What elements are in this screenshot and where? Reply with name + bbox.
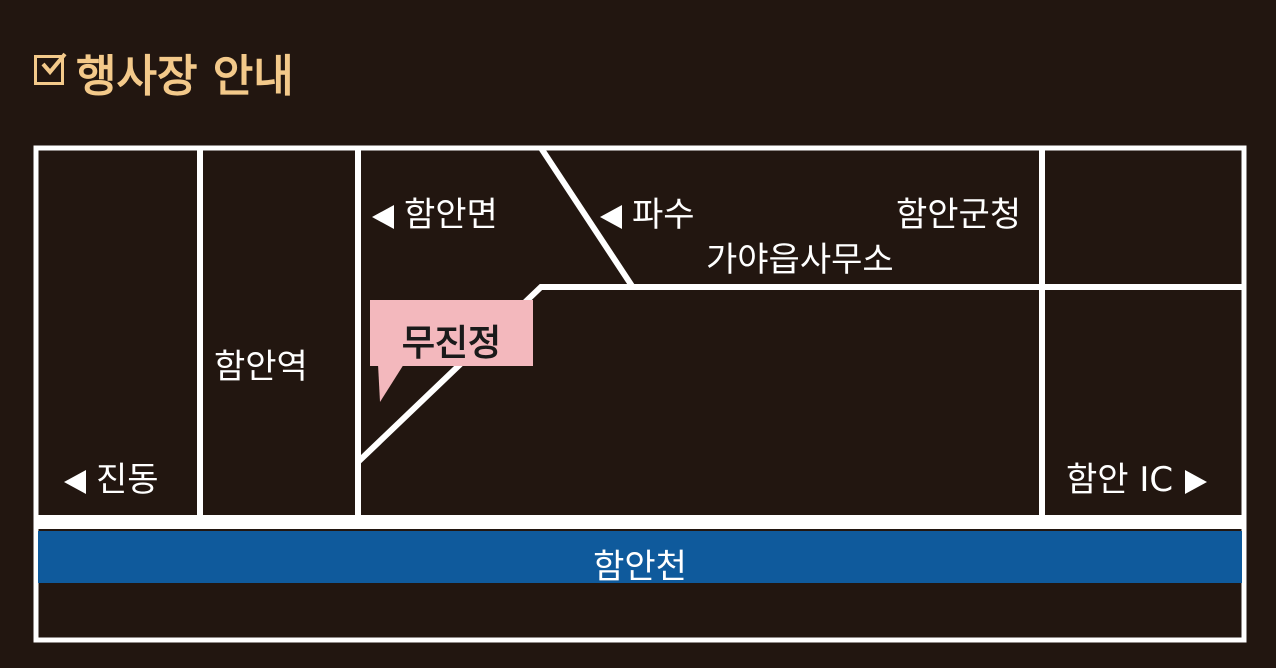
page-title: 행사장 안내 [34,40,294,104]
road-diagonal [538,146,635,288]
label-county-office: 함안군청 [896,195,1022,235]
title-text: 행사장 안내 [76,51,294,102]
checkbox-icon [34,52,67,85]
river: 함안천 [38,531,1242,587]
label-haman-ic: 함안 IC [1066,463,1208,497]
venue-marker[interactable]: 무진정 [370,300,533,366]
label-station: 함안역 [214,347,308,387]
arrow-left-icon [64,469,86,494]
label-haman-myeon: 함안면 [372,198,498,232]
river-label: 함안천 [593,547,687,587]
label-pasu: 파수 [600,198,695,232]
label-gaya-office: 가야읍사무소 [706,240,894,280]
venue-pointer [378,364,404,402]
venue-label: 무진정 [401,323,502,364]
arrow-right-icon [1185,469,1208,494]
arrow-left-icon [600,204,622,229]
label-jindong: 진동 [64,463,159,497]
arrow-left-icon [372,204,394,229]
road-to-venue [355,284,1246,465]
map-frame [33,145,1247,643]
